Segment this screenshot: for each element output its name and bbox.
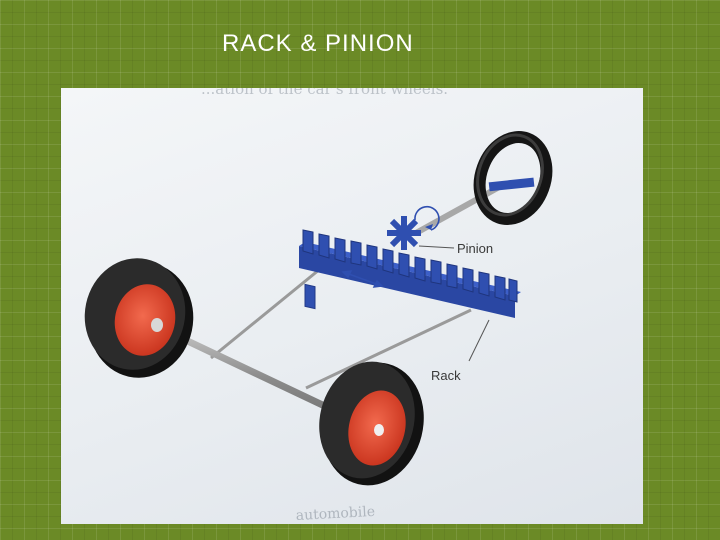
pinion-rotation-arrowhead xyxy=(425,224,433,230)
pinion-gear xyxy=(387,216,421,250)
diagram-photo: ...ation of the car's front wheels. auto… xyxy=(61,88,643,524)
rack-and-pinion-diagram: ...ation of the car's front wheels. auto… xyxy=(84,88,553,524)
left-wheel xyxy=(84,258,194,378)
steering-wheel xyxy=(473,131,553,225)
tie-rod-upper xyxy=(210,254,337,360)
pinion-leader-line xyxy=(418,245,455,249)
tie-rod-lower xyxy=(305,308,472,390)
rack-teeth xyxy=(302,229,518,303)
bleed-text-bottom: automobile xyxy=(295,504,375,524)
rack-motion-arrow xyxy=(341,270,384,288)
bleed-text-top: ...ation of the car's front wheels. xyxy=(201,88,448,98)
pinion-label: Pinion xyxy=(457,241,493,256)
slide-title: RACK & PINION xyxy=(222,30,414,57)
rack-leader-line xyxy=(468,319,490,362)
steering-column xyxy=(488,177,535,192)
pinion-rotation-arrow xyxy=(414,205,440,231)
rack-label: Rack xyxy=(431,368,461,383)
right-wheel xyxy=(319,361,424,486)
